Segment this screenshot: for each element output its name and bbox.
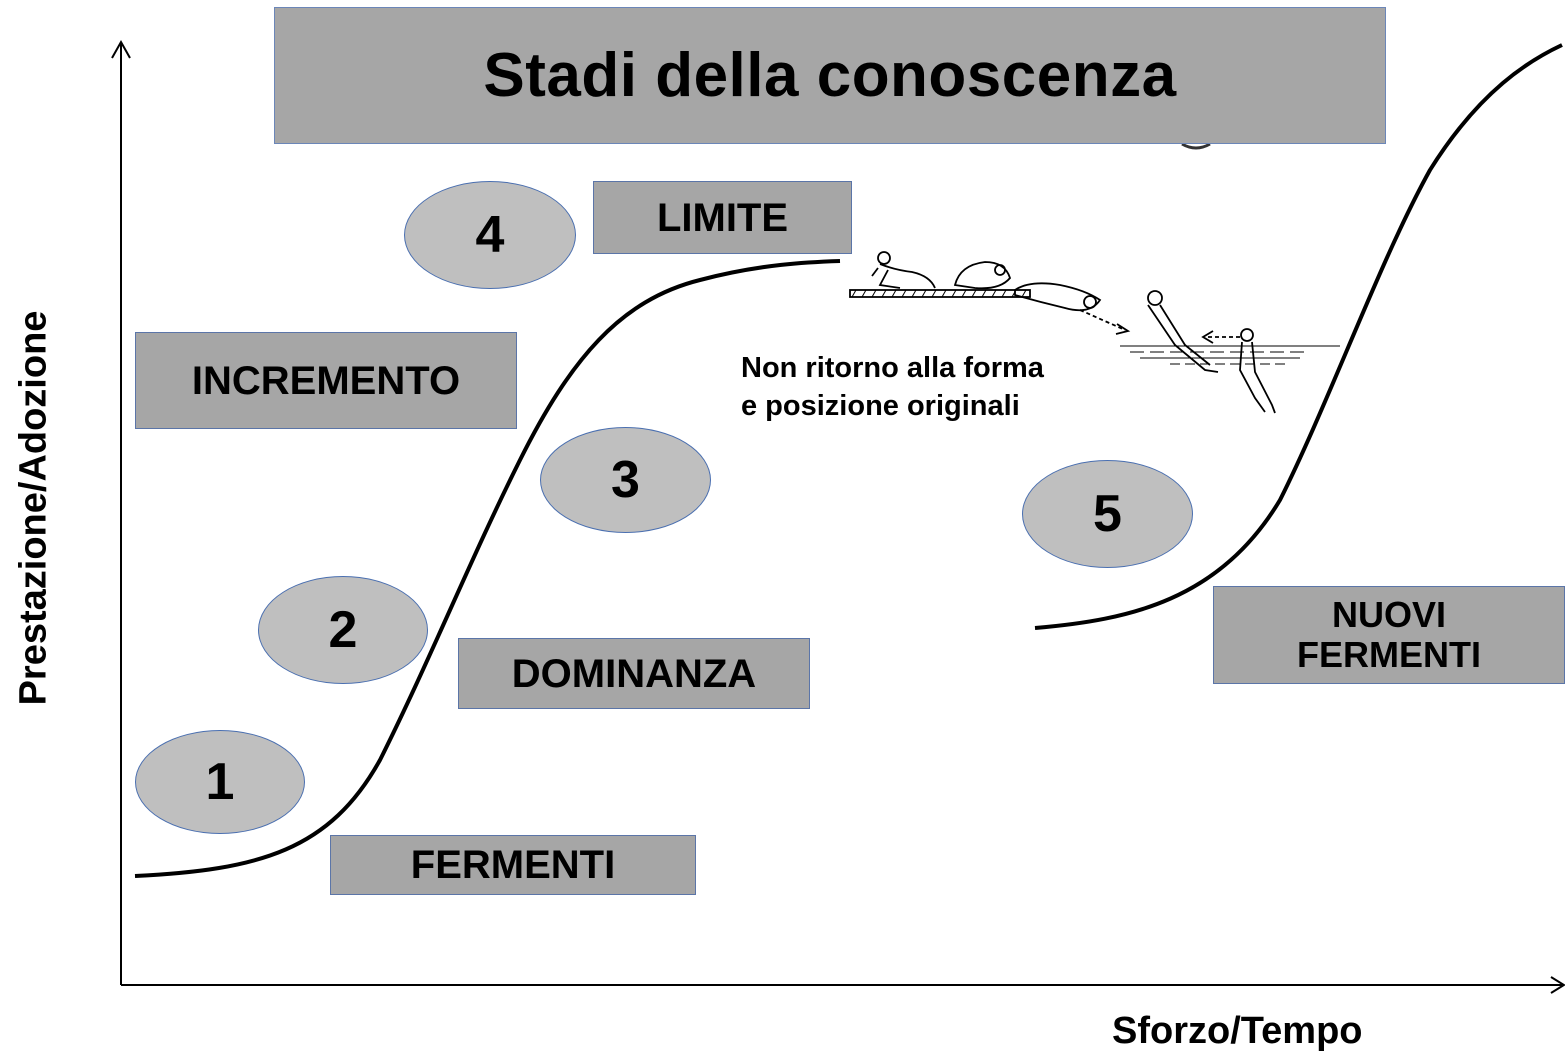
stage-number-3-text: 3 (611, 451, 640, 509)
y-axis-label: Prestazione/Adozione (12, 310, 55, 706)
first-s-curve (134, 259, 841, 878)
stage-label-fermenti: FERMENTI (410, 843, 616, 887)
stage-box-nuovi-fermenti: NUOVI FERMENTI (1213, 586, 1565, 684)
x-axis-label: Sforzo/Tempo (1112, 1010, 1363, 1052)
stage-label-limite: LIMITE (656, 195, 789, 240)
stage-label-nuovi-fermenti-line2: FERMENTI (1297, 634, 1481, 675)
annotation-line-2: e posizione originali (741, 389, 1020, 422)
stage-box-incremento: INCREMENTO (135, 332, 517, 429)
stage-number-4: 4 (404, 181, 576, 289)
stage-number-5: 5 (1022, 460, 1193, 568)
stage-number-4-text: 4 (475, 206, 505, 264)
stage-box-limite: LIMITE (593, 181, 852, 254)
annotation-line-1: Non ritorno alla forma (741, 352, 1044, 384)
stage-label-dominanza: DOMINANZA (511, 651, 757, 696)
title-box: Stadi della conoscenza (274, 7, 1386, 144)
stage-number-1: 1 (135, 730, 305, 834)
second-s-curve (1034, 43, 1563, 630)
title-shadow-mark (1181, 142, 1211, 150)
stage-label-incremento: INCREMENTO (191, 358, 461, 403)
diagram-title: Stadi della conoscenza (483, 41, 1177, 110)
stage-box-dominanza: DOMINANZA (458, 638, 810, 709)
axes (111, 39, 1565, 994)
stage-number-2-text: 2 (328, 601, 358, 659)
x-axis-arrowhead (1550, 976, 1565, 994)
stage-box-fermenti: FERMENTI (330, 835, 696, 895)
y-axis-arrowhead (111, 39, 131, 59)
stage-number-5-text: 5 (1093, 485, 1122, 543)
no-return-annotation: Non ritorno alla forma e posizione origi… (741, 350, 1044, 425)
stage-number-3: 3 (540, 427, 711, 533)
stage-number-1-text: 1 (205, 753, 235, 811)
stage-label-nuovi-fermenti-line1: NUOVI (1331, 594, 1446, 636)
stage-number-2: 2 (258, 576, 428, 684)
diver-sequence-illustration (849, 251, 1340, 414)
